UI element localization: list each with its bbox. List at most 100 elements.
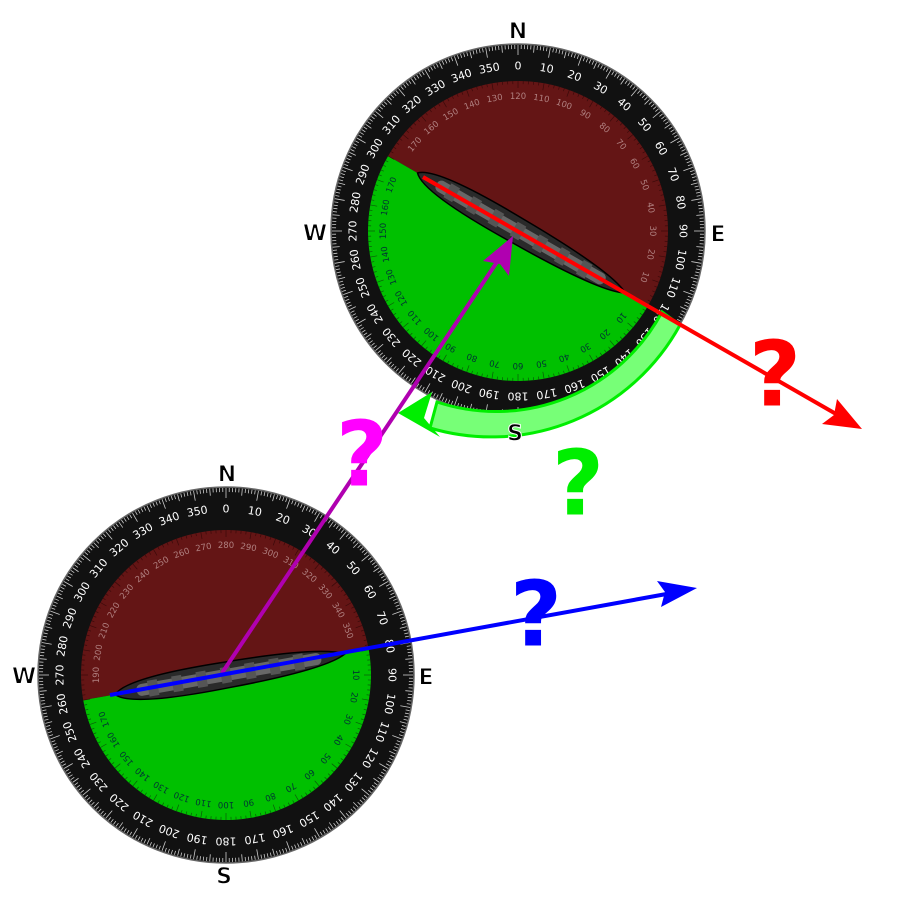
inner-tick bbox=[300, 795, 304, 799]
outer-tick bbox=[41, 705, 52, 708]
inner-tick bbox=[383, 164, 387, 167]
outer-tick bbox=[152, 502, 155, 507]
outer-tick bbox=[137, 509, 141, 514]
inner-tick bbox=[283, 542, 286, 546]
outer-tick bbox=[561, 50, 564, 55]
outer-tick bbox=[393, 92, 397, 97]
outer-tick bbox=[670, 129, 675, 133]
outer-tick bbox=[637, 90, 641, 94]
inner-tick bbox=[456, 365, 459, 369]
inner-tick bbox=[451, 96, 454, 100]
outer-tick bbox=[404, 712, 409, 715]
outer-tick bbox=[393, 365, 397, 370]
outer-degree-label: 20 bbox=[566, 67, 584, 84]
inner-tick bbox=[314, 780, 320, 787]
outer-tick bbox=[78, 787, 83, 791]
outer-tick bbox=[373, 345, 377, 349]
inner-tick bbox=[619, 122, 623, 126]
outer-tick bbox=[369, 340, 373, 344]
outer-tick bbox=[88, 799, 93, 803]
inner-degree-label: 70 bbox=[283, 780, 297, 794]
outer-tick bbox=[685, 157, 690, 161]
outer-tick bbox=[697, 259, 702, 261]
outer-tick bbox=[88, 547, 93, 551]
outer-tick bbox=[469, 51, 473, 59]
outer-tick bbox=[78, 559, 83, 563]
outer-tick bbox=[447, 58, 451, 63]
outer-tick bbox=[390, 592, 395, 596]
outer-degree-label: 190 bbox=[478, 385, 501, 401]
outer-tick bbox=[352, 313, 357, 316]
inner-tick bbox=[136, 786, 139, 790]
inner-tick bbox=[595, 103, 598, 107]
inner-tick bbox=[417, 340, 420, 343]
outer-tick bbox=[392, 735, 402, 740]
outer-tick bbox=[286, 499, 291, 509]
inner-tick bbox=[200, 810, 203, 818]
outer-tick bbox=[340, 529, 344, 534]
outer-tick bbox=[177, 494, 180, 502]
inner-tick bbox=[553, 85, 555, 89]
outer-tick bbox=[395, 604, 400, 607]
inner-tick bbox=[429, 109, 432, 113]
outer-tick bbox=[57, 754, 62, 758]
outer-tick bbox=[430, 66, 433, 71]
outer-tick bbox=[113, 820, 117, 825]
outer-tick bbox=[393, 598, 397, 601]
outer-tick bbox=[167, 497, 170, 502]
inner-tick bbox=[337, 585, 341, 588]
outer-tick bbox=[65, 578, 70, 582]
outer-tick bbox=[644, 99, 650, 105]
outer-tick bbox=[369, 559, 374, 563]
green-rotation-arc bbox=[398, 309, 682, 439]
inner-degree-label: 110 bbox=[195, 796, 213, 809]
inner-tick bbox=[144, 792, 147, 796]
inner-tick bbox=[589, 354, 594, 362]
outer-tick bbox=[388, 750, 396, 755]
outer-tick bbox=[152, 843, 155, 848]
inner-tick bbox=[451, 362, 454, 366]
inner-tick bbox=[327, 773, 331, 776]
inner-tick bbox=[114, 581, 121, 587]
outer-tick bbox=[158, 500, 161, 505]
outer-tick bbox=[196, 490, 198, 495]
outer-tick bbox=[681, 310, 686, 313]
outer-tick bbox=[55, 598, 59, 601]
inner-tick bbox=[652, 279, 660, 283]
outer-tick bbox=[121, 826, 124, 831]
inner-tick bbox=[125, 570, 128, 574]
outer-tick bbox=[567, 52, 570, 57]
inner-tick bbox=[264, 535, 267, 539]
red-arrow-line bbox=[422, 175, 851, 424]
outer-tick bbox=[256, 849, 259, 860]
outer-tick bbox=[421, 71, 425, 76]
inner-tick bbox=[633, 321, 637, 324]
inner-tick bbox=[402, 322, 409, 328]
outer-tick bbox=[379, 106, 384, 110]
outer-degree-label: 30 bbox=[591, 79, 610, 97]
inner-tick bbox=[305, 792, 308, 796]
outer-tick bbox=[690, 276, 698, 280]
inner-tick bbox=[649, 295, 653, 298]
outer-tick bbox=[193, 849, 196, 860]
outer-tick bbox=[276, 850, 278, 855]
outer-tick bbox=[659, 113, 663, 117]
outer-degree-label: 10 bbox=[247, 504, 263, 519]
outer-tick bbox=[683, 290, 693, 295]
outer-tick bbox=[454, 56, 459, 66]
outer-tick bbox=[695, 268, 701, 271]
inner-tick bbox=[255, 813, 257, 817]
outer-tick bbox=[373, 113, 377, 117]
inner-tick bbox=[649, 164, 653, 167]
outer-tick bbox=[360, 132, 364, 135]
outer-tick bbox=[301, 837, 306, 845]
inner-tick bbox=[599, 352, 603, 356]
outer-tick bbox=[155, 844, 158, 849]
outer-tick bbox=[56, 595, 64, 600]
outer-tick bbox=[266, 492, 269, 497]
outer-tick bbox=[684, 154, 689, 158]
inner-tick bbox=[658, 255, 666, 258]
outer-tick bbox=[98, 537, 102, 542]
outer-tick bbox=[241, 854, 243, 862]
outer-tick bbox=[291, 845, 294, 850]
